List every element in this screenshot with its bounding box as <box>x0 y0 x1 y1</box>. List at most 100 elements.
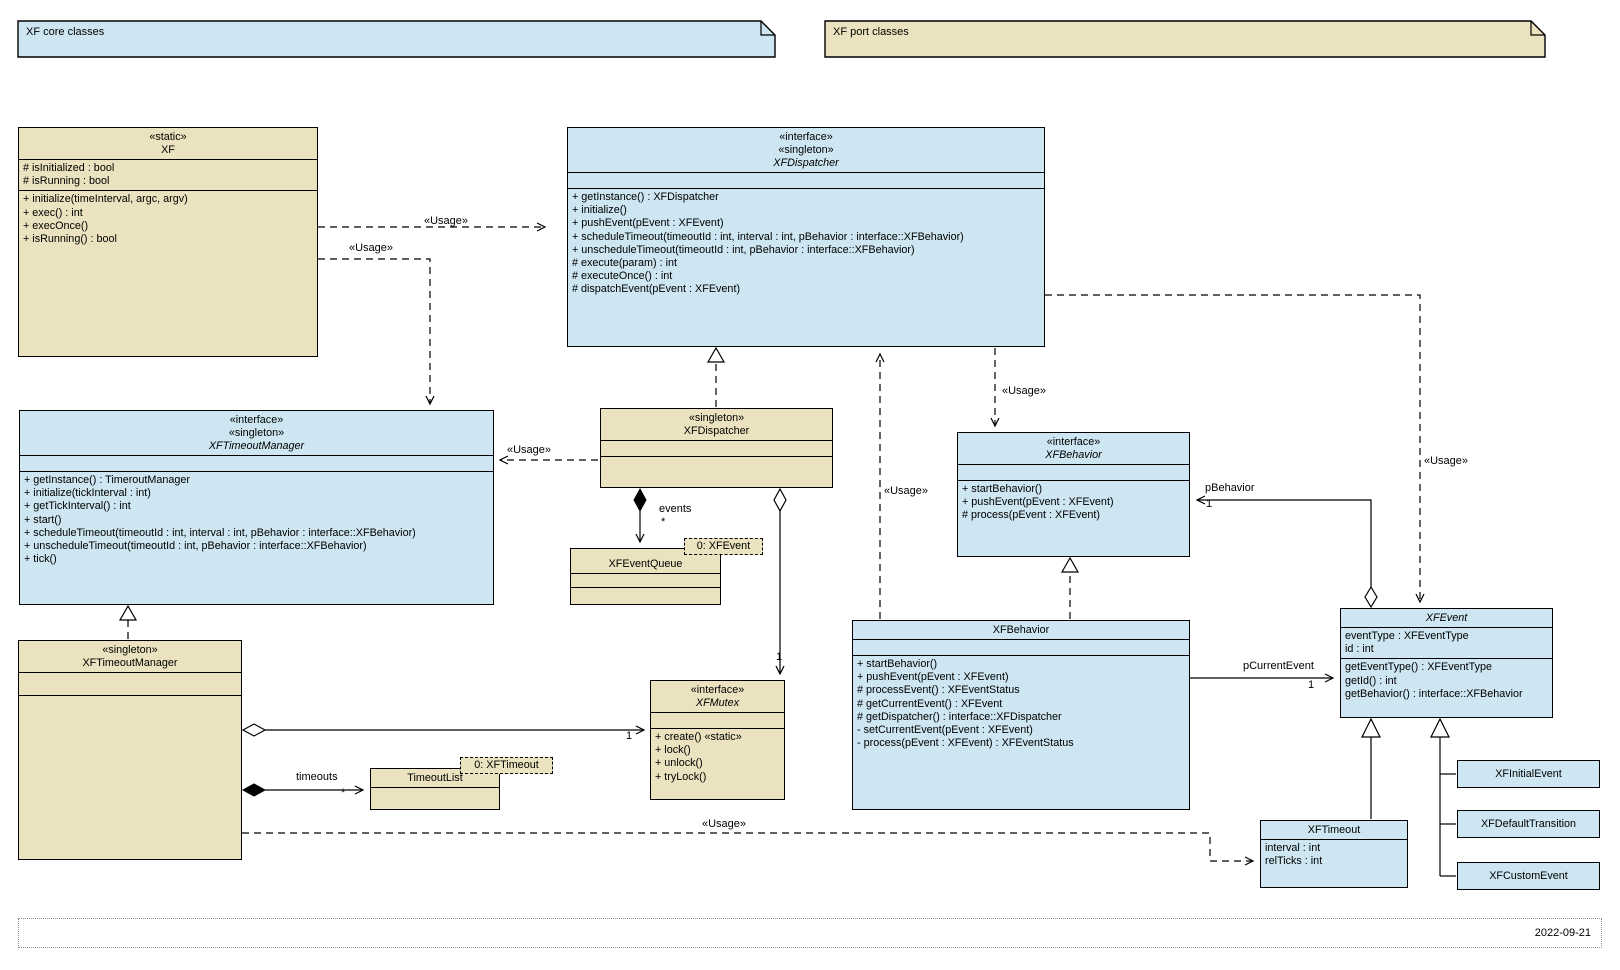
class-xfbehavior-interface: «interface» XFBehavior + startBehavior()… <box>957 432 1190 557</box>
instance-xfevent: 0: XFEvent <box>684 538 763 555</box>
member-line: + initialize(tickInterval : int) <box>24 487 151 500</box>
realization-triangle-xfdispatcher <box>706 346 726 363</box>
edge-label-mutex-multiplicity-2: 1 <box>626 730 633 742</box>
member-line: id : int <box>1345 643 1374 656</box>
member-line: - process(pEvent : XFEvent) : XFEventSta… <box>857 737 1074 750</box>
member-line: + execOnce() <box>23 219 89 232</box>
class-xf-methods: + initialize(timeInterval, argc, argv)+ … <box>19 190 317 356</box>
member-line: + getInstance() : XFDispatcher <box>572 191 719 203</box>
edge-label-usage-2: «Usage» <box>349 242 394 254</box>
class-xfdispatcher-singleton-methods <box>601 456 832 487</box>
edge-label-pbehavior-multiplicity: 1 <box>1206 498 1213 510</box>
member-line: interval : int <box>1265 842 1321 854</box>
realization-triangle-xfbehavior <box>1060 556 1080 573</box>
class-xf: «static» XF # isInitialized : bool# isRu… <box>18 127 318 357</box>
member-line: + getTickInterval() : int <box>24 500 131 513</box>
edge-label-usage-1: «Usage» <box>424 215 469 227</box>
edge-label-events-multiplicity: * <box>661 516 666 528</box>
class-xfbehavior-attributes <box>853 639 1189 655</box>
composition-diamond-events <box>633 487 647 513</box>
member-line: getId() : int <box>1345 674 1397 687</box>
aggregation-diamond-xfdispatcher-mutex <box>773 487 787 513</box>
class-xf-header: «static» XF <box>149 131 187 156</box>
note-core-classes: XF core classes <box>26 26 105 38</box>
member-line: + initialize(timeInterval, argc, argv) <box>23 193 188 206</box>
class-xfdefaulttransition: XFDefaultTransition <box>1457 810 1600 838</box>
member-line: + tryLock() <box>655 770 707 783</box>
note-port-classes: XF port classes <box>833 26 909 38</box>
class-xf-attributes: # isInitialized : bool# isRunning : bool <box>19 159 317 190</box>
class-xfinitialevent: XFInitialEvent <box>1457 760 1600 788</box>
class-xfdispatcher-singleton: «singleton» XFDispatcher <box>600 408 833 488</box>
member-line: getBehavior() : interface::XFBehavior <box>1345 687 1523 700</box>
member-line: + startBehavior() <box>857 658 938 670</box>
member-line: + tick() <box>24 553 57 566</box>
member-line: # isRunning : bool <box>23 175 110 188</box>
class-xftimeoutmanager-singleton: «singleton» XFTimeoutManager <box>18 640 242 860</box>
member-line: + lock() <box>655 744 691 757</box>
edge-label-pcurrentevent-multiplicity: 1 <box>1308 679 1315 691</box>
edge-label-pbehavior: pBehavior <box>1205 482 1255 494</box>
class-xfdispatcher-interface-header: «interface» «singleton» XFDispatcher <box>773 131 839 169</box>
member-line: + scheduleTimeout(timeoutId : int, inter… <box>572 230 964 243</box>
aggregation-xfevent-to-xfbehavior-if <box>1195 495 1372 587</box>
class-xfmutex-attributes <box>651 712 784 728</box>
member-line: # getDispatcher() : interface::XFDispatc… <box>857 710 1062 723</box>
class-xftimeoutmanager-interface-attributes <box>20 455 493 471</box>
member-line: + exec() : int <box>23 206 83 219</box>
usage-xf-to-xftimeoutmanager-if <box>318 258 435 406</box>
member-line: # processEvent() : XFEventStatus <box>857 684 1020 697</box>
note-port-shape <box>824 20 1546 58</box>
date-bar: 2022-09-21 <box>18 918 1602 948</box>
class-xfeventqueue-header: XFEventQueue <box>608 558 683 570</box>
aggregation-diamond-xfevent-pbehavior <box>1364 585 1378 609</box>
class-timeoutlist-header: TimeoutList <box>407 772 463 784</box>
member-line: + pushEvent(pEvent : XFEvent) <box>572 217 724 230</box>
class-xfevent-header: XFEvent <box>1425 612 1468 624</box>
edge-label-usage-7: «Usage» <box>702 818 747 830</box>
usage-xftimeoutmanager-to-xftimeout <box>242 832 1255 866</box>
aggregation-diamond-xftimeoutmanager-mutex <box>241 723 267 737</box>
member-line: + unscheduleTimeout(timeoutId : int, pBe… <box>572 243 915 256</box>
edge-label-usage-3: «Usage» <box>507 444 552 456</box>
member-line: getEventType() : XFEventType <box>1345 661 1493 674</box>
class-xftimeout-header: XFTimeout <box>1307 824 1361 836</box>
class-xfeventqueue-attributes <box>571 573 720 587</box>
class-xfcustomevent: XFCustomEvent <box>1457 862 1600 890</box>
class-xfdispatcher-interface: «interface» «singleton» XFDispatcher + g… <box>567 127 1045 347</box>
member-line: + scheduleTimeout(timeoutId : int, inter… <box>24 526 416 539</box>
class-xfmutex-methods: + create() «static»+ lock()+ unlock()+ t… <box>651 728 784 799</box>
class-xftimeoutmanager-singleton-attributes <box>19 672 241 695</box>
member-line: + unscheduleTimeout(timeoutId : int, pBe… <box>24 540 367 553</box>
edge-label-mutex-multiplicity-1: 1 <box>776 651 783 663</box>
usage-xfdispatcher-if-to-xfevent <box>1045 294 1425 604</box>
edge-label-usage-5: «Usage» <box>884 485 929 497</box>
member-line: # dispatchEvent(pEvent : XFEvent) <box>572 283 741 296</box>
note-core-shape <box>17 20 776 58</box>
edge-label-pcurrentevent: pCurrentEvent <box>1243 660 1314 672</box>
class-xfdispatcher-interface-attributes <box>568 172 1044 188</box>
class-xfeventqueue: XFEventQueue <box>570 548 721 605</box>
class-xftimeoutmanager-interface-header: «interface» «singleton» XFTimeoutManager <box>208 414 305 452</box>
member-line: + create() «static» <box>655 731 742 743</box>
date-label: 2022-09-21 <box>1534 927 1591 939</box>
member-line: eventType : XFEventType <box>1345 630 1469 642</box>
member-line: - setCurrentEvent(pEvent : XFEvent) <box>857 724 1033 737</box>
class-xftimeoutmanager-interface: «interface» «singleton» XFTimeoutManager… <box>19 410 494 605</box>
member-line: + isRunning() : bool <box>23 233 117 246</box>
member-line: + start() <box>24 513 62 526</box>
class-xfmutex-header: «interface» XFMutex <box>690 684 745 709</box>
member-line: # executeOnce() : int <box>572 270 673 283</box>
class-timeoutlist: TimeoutList <box>370 768 500 810</box>
class-xfbehavior: XFBehavior + startBehavior()+ pushEvent(… <box>852 620 1190 810</box>
member-line: + initialize() <box>572 204 627 217</box>
member-line: + pushEvent(pEvent : XFEvent) <box>857 671 1009 684</box>
class-xfbehavior-header: XFBehavior <box>992 624 1050 636</box>
